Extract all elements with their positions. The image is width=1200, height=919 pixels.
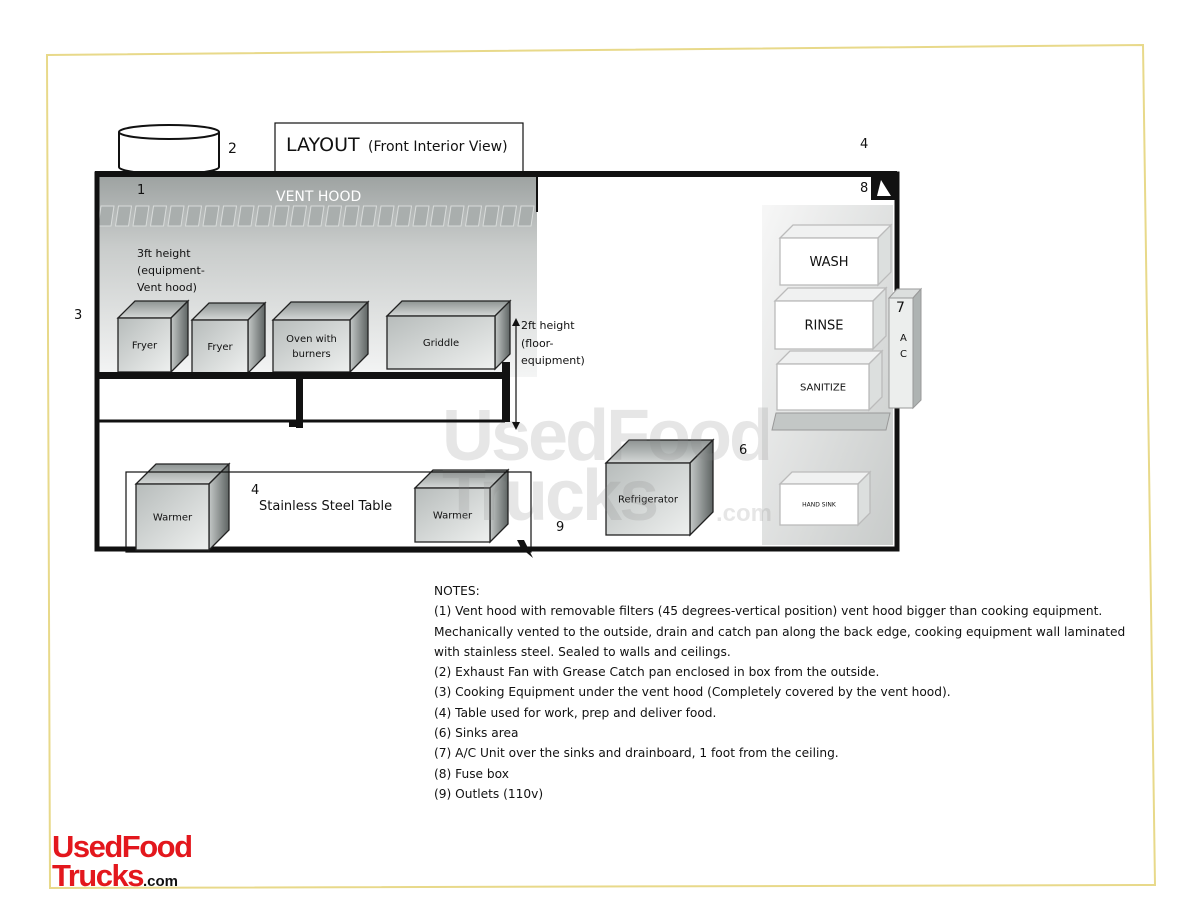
drainboard [771,412,891,431]
filter-panel [114,205,133,227]
hand-sink: HAND SINK [778,470,872,527]
ac-label-a: A [900,333,907,344]
marker-1: 1 [137,183,145,198]
note-line: (4) Table used for work, prep and delive… [434,705,717,720]
hood-height-note: Vent hood) [137,281,197,294]
notes-heading: NOTES: [434,584,480,598]
hood-height-note: (equipment- [137,264,205,277]
refrigerator: Refrigerator [604,438,715,537]
filter-panel [219,205,238,227]
filter-panel [447,205,465,227]
marker-3: 3 [74,308,82,323]
filter-panel [482,205,500,227]
floor-height-note: (floor- [521,337,553,350]
page-subtitle: (Front Interior View) [368,139,508,155]
vent-hood-filters [97,205,535,227]
note-line: Mechanically vented to the outside, drai… [434,624,1126,639]
ac-unit [887,287,923,410]
warmer-1: Warmer [134,462,231,552]
fryer-1-label: Fryer [132,341,158,352]
svg-text:.com: .com [716,500,772,527]
warmer-2: Warmer [413,468,510,544]
note-line: (8) Fuse box [434,766,509,781]
logo-line2: Trucks.com [52,858,178,893]
filter-panel [499,205,518,227]
filter-panel [132,205,150,227]
note-line: (1) Vent hood with removable filters (45… [434,604,1103,619]
exhaust-fan [118,124,220,175]
fuse-box-icon [877,180,891,196]
filter-panel [97,205,115,227]
floor-height-note: equipment) [521,354,585,367]
brand-logo: UsedFood Trucks.com [52,829,193,896]
griddle: Griddle [385,299,512,371]
marker-9: 9 [556,520,564,535]
filter-panel [464,205,483,227]
warmer-2-label: Warmer [433,511,473,522]
sanitize-sink: SANITIZE [775,349,884,412]
filter-panel [167,205,185,227]
outlet-icon [517,540,533,558]
marker-7: 7 [896,300,905,316]
filter-panel [237,205,255,227]
oven-with-burners: Oven with burners [271,300,370,374]
filter-panel [342,205,360,227]
oven-with-burners-label: Oven with [286,334,337,345]
filter-panel [359,205,378,227]
filter-panel [429,205,448,227]
page-title: LAYOUT [286,134,360,156]
sanitize-sink-label: SANITIZE [800,383,846,394]
fryer-2-label: Fryer [207,342,233,353]
marker-8: 8 [860,181,868,196]
note-line: with stainless steel. Sealed to walls an… [434,644,731,659]
filter-panel [289,205,308,227]
griddle-label: Griddle [423,338,459,349]
marker-6: 6 [739,443,747,458]
note-line: (9) Outlets (110v) [434,786,544,801]
hood-height-note: 3ft height [137,247,191,260]
svg-text:Trucks: Trucks [442,456,657,536]
note-line: (7) A/C Unit over the sinks and drainboa… [434,746,839,761]
filter-panel [184,205,203,227]
filter-panel [324,205,343,227]
refrigerator-label: Refrigerator [618,495,679,506]
notes-section: NOTES: (1) Vent hood with removable filt… [434,581,1134,804]
rinse-sink: RINSE [773,286,888,351]
filter-panel [254,205,273,227]
warmer-1-label: Warmer [153,513,193,524]
svg-text:UsedFood: UsedFood [442,396,770,476]
filter-panel [149,205,168,227]
table-label: Stainless Steel Table [259,499,392,514]
wash-sink-label: WASH [809,255,848,270]
floor-height-note: 2ft height [521,319,575,332]
vent-hood-label: VENT HOOD [276,189,361,205]
filter-panel [272,205,290,227]
marker-4-table: 4 [251,483,259,498]
height-arrow [512,318,520,430]
ac-label-c: C [900,349,907,360]
marker-2: 2 [228,141,237,157]
stainless-steel-table [125,471,532,553]
filter-panel [394,205,413,227]
fryer-2: Fryer [190,301,267,375]
note-line: (3) Cooking Equipment under the vent hoo… [434,685,951,700]
fryer-1: Fryer [116,299,190,374]
note-line: (6) Sinks area [434,726,519,741]
marker-4-top: 4 [860,137,868,152]
hand-sink-label: HAND SINK [802,502,837,509]
filter-panel [307,205,325,227]
note-line: (2) Exhaust Fan with Grease Catch pan en… [434,665,880,680]
filter-panel [377,205,395,227]
rinse-sink-label: RINSE [804,319,843,334]
watermark: UsedFood Trucks .com [442,396,773,536]
filter-panel [202,205,220,227]
filter-panel [412,205,430,227]
logo-line1: UsedFood [52,829,193,864]
cooking-counter [97,362,510,428]
wash-sink: WASH [778,223,893,287]
filter-panel [517,205,535,227]
page-border [45,43,1157,890]
oven-with-burners-label: burners [292,349,330,360]
